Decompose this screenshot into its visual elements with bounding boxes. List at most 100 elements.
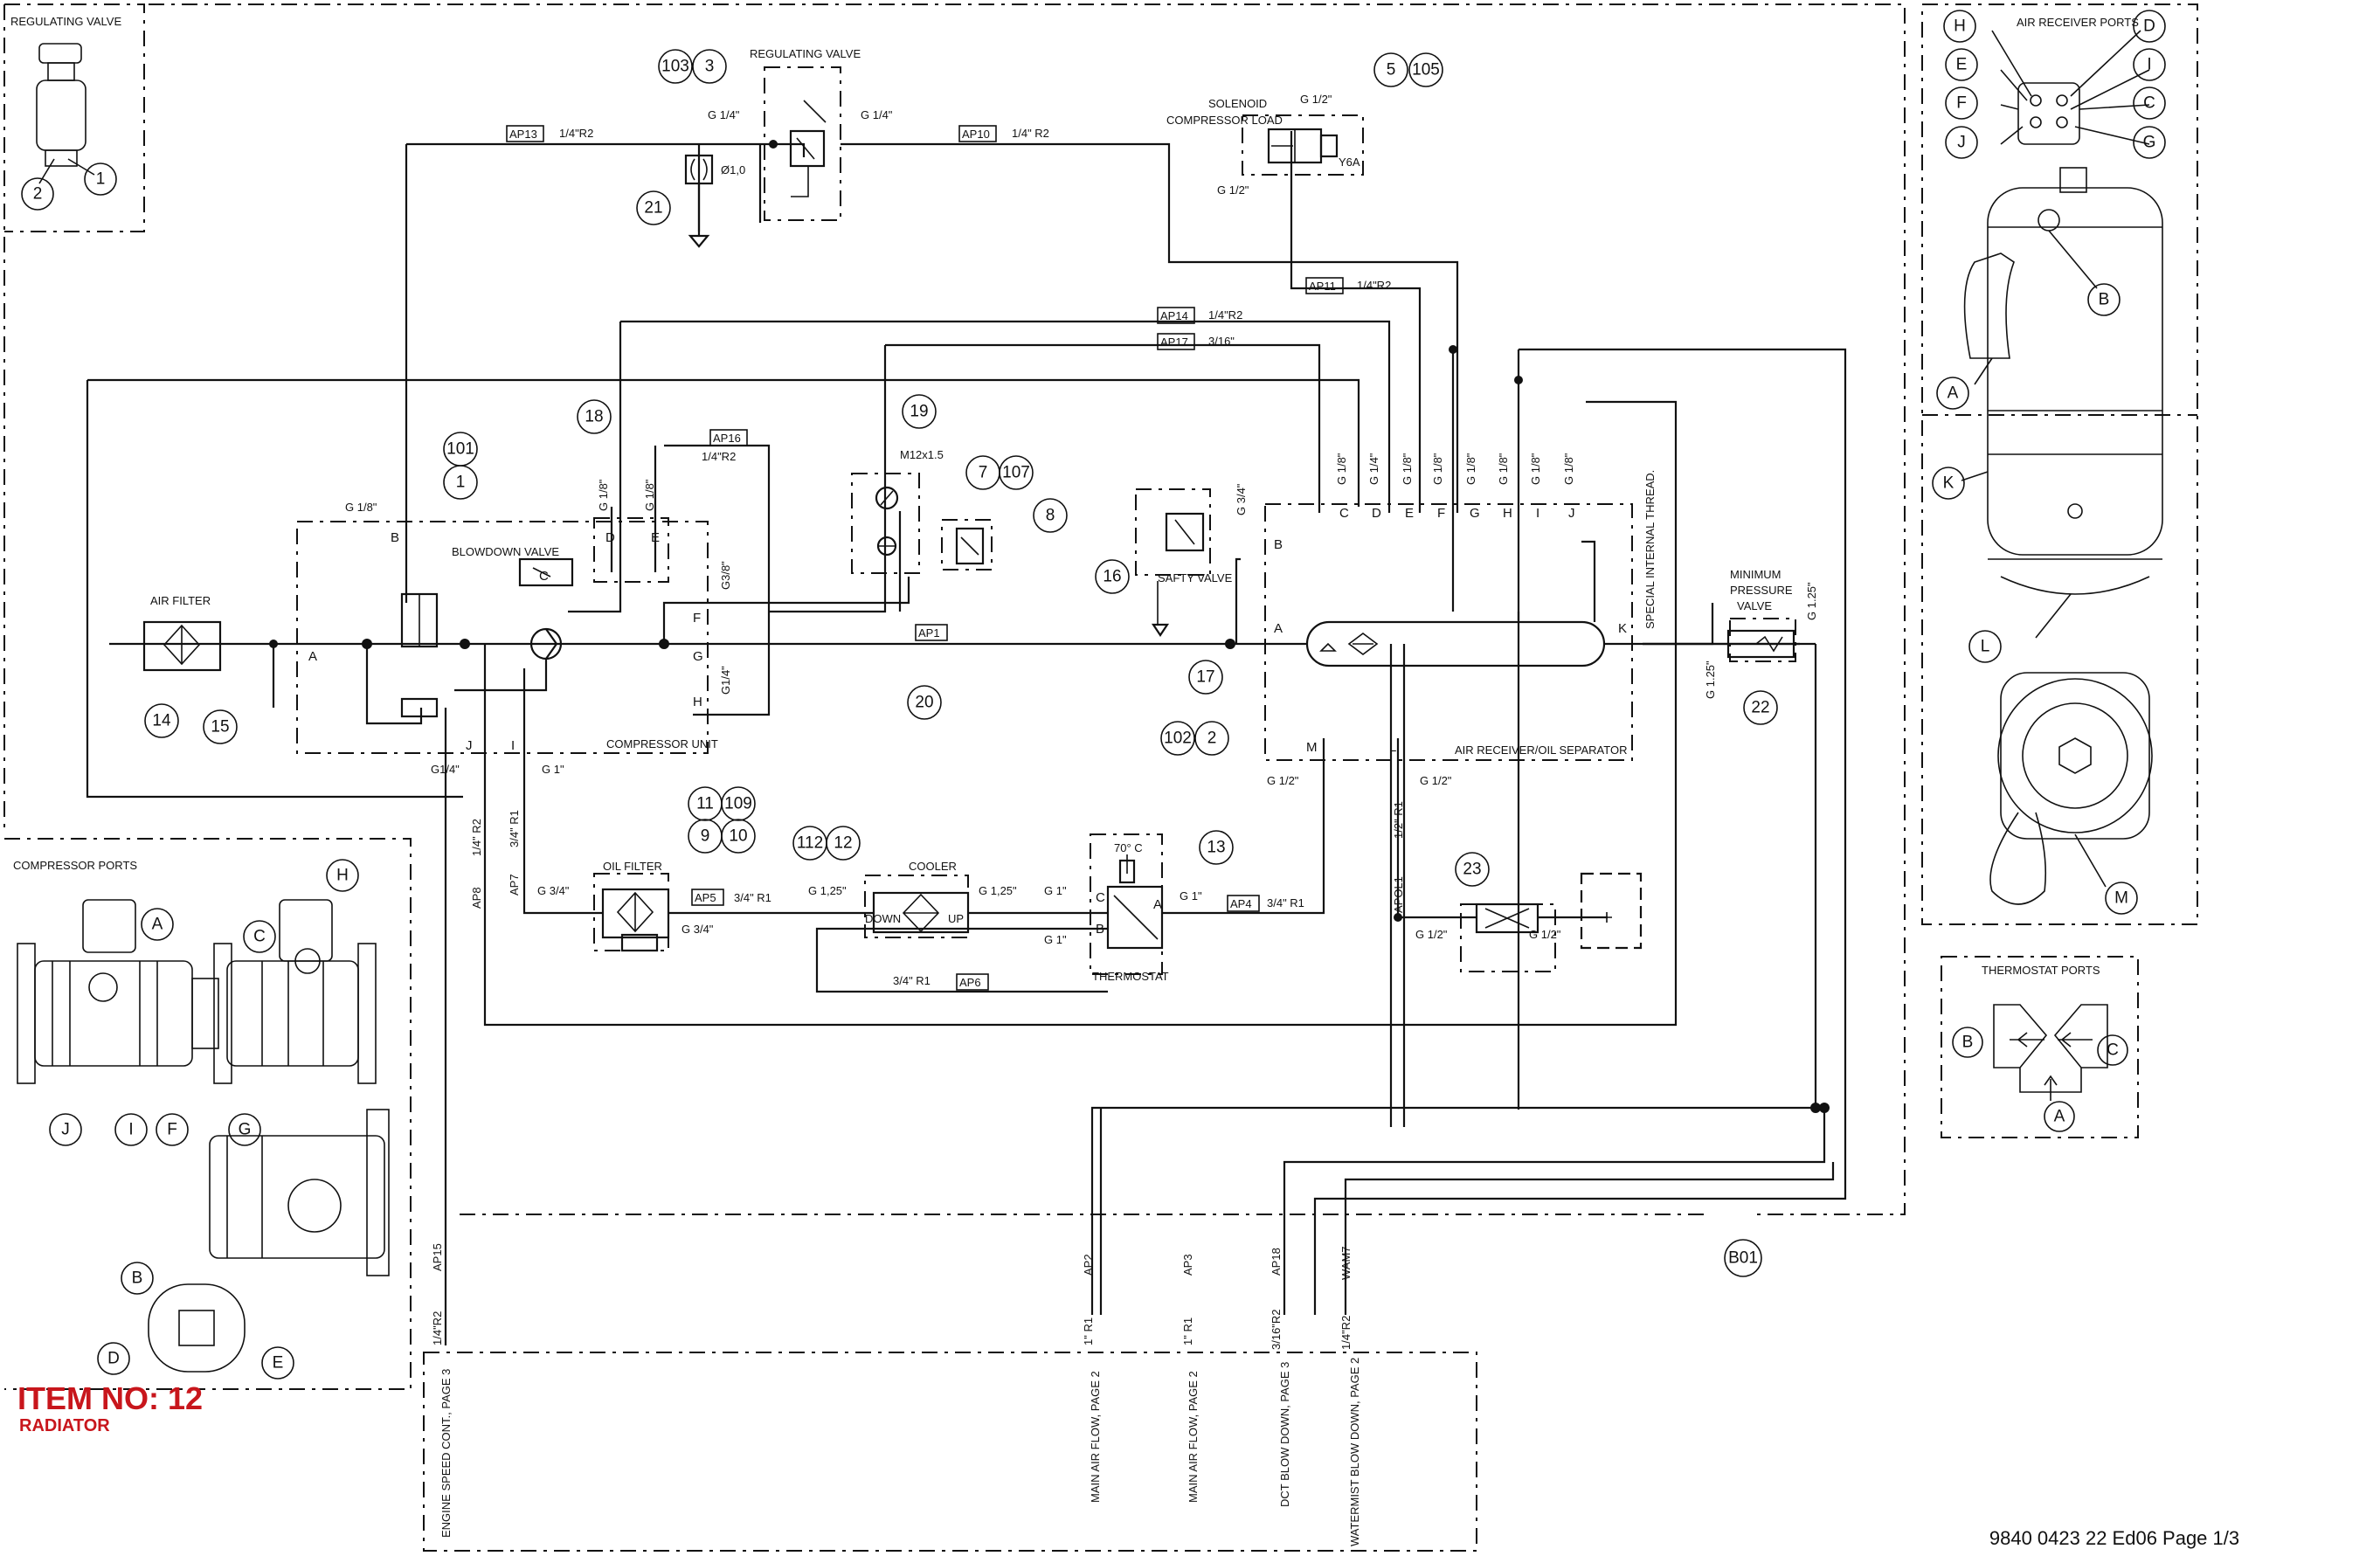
label-thermostat: THERMOSTAT (1092, 970, 1169, 983)
oil-filter-symbol (601, 888, 670, 952)
bubble-21: 21 (636, 190, 671, 225)
bubble-cp-e: E (261, 1346, 294, 1380)
label-regulating-valve-top: REGULATING VALVE (10, 15, 121, 28)
svg-text:107: 107 (1002, 464, 1030, 482)
line-ap1: AP1 (918, 626, 940, 640)
port-letter-l-rec: L (1389, 740, 1396, 755)
label-compressor-ports: COMPRESSOR PORTS (13, 859, 137, 872)
port-g125: G 1.25" (1704, 660, 1717, 699)
bubble-ar-g: G (2133, 126, 2166, 159)
line-ap11: AP11 (1309, 280, 1336, 293)
line-ap2: AP2 (1082, 1254, 1095, 1276)
svg-text:B: B (1962, 1034, 1974, 1052)
bubble-19: 19 (902, 394, 937, 429)
rec-port-c: C (1339, 506, 1349, 521)
pressure-switch (955, 527, 985, 565)
cooler-symbol (872, 891, 970, 934)
compressor-ports-detail (17, 899, 390, 1373)
svg-text:18: 18 (585, 408, 603, 426)
bubble-8: 8 (1033, 498, 1068, 533)
svg-text:C: C (253, 928, 266, 946)
port-letter-c-comp: C (539, 569, 549, 584)
svg-text:B: B (2099, 291, 2110, 309)
svg-text:H: H (336, 867, 349, 885)
svg-text:13: 13 (1207, 839, 1225, 857)
line-ap5-size: 3/4" R1 (734, 891, 771, 904)
port-letter-c-thermo: C (1096, 890, 1105, 905)
bubble-cp-i: I (114, 1113, 148, 1146)
svg-text:19: 19 (910, 403, 928, 421)
bubble-ar-b: B (2087, 283, 2121, 316)
svg-text:E: E (1956, 56, 1968, 74)
bubble-ar-a: A (1936, 377, 1969, 410)
line-wam7: WAM7 (1339, 1246, 1353, 1280)
port-letter-b-comp: B (391, 530, 399, 545)
bubble-13: 13 (1199, 830, 1234, 865)
svg-text:9: 9 (701, 827, 710, 846)
svg-text:8: 8 (1046, 507, 1055, 525)
svg-text:12: 12 (834, 834, 852, 853)
label-up: UP (948, 912, 964, 925)
line-ap6: AP6 (959, 976, 981, 989)
port-g18: G 1/8" (345, 501, 377, 514)
rec-port-d: D (1372, 506, 1381, 521)
port-letter-d-comp: D (605, 530, 615, 545)
label-m12: M12x1.5 (900, 448, 944, 461)
svg-text:J: J (1957, 134, 1966, 152)
svg-text:D: D (107, 1350, 120, 1368)
regulating-valve-detail (36, 43, 95, 184)
blowdown-valve (400, 557, 574, 718)
bubble-ar-l: L (1968, 630, 2002, 663)
svg-text:A: A (1948, 384, 1959, 403)
rec-port-h: H (1503, 506, 1512, 521)
label-min-pressure-1: MINIMUM (1730, 568, 1782, 581)
svg-text:J: J (61, 1121, 70, 1139)
port-g1-t1: G 1" (1044, 884, 1067, 897)
bubble-cp-j: J (49, 1113, 82, 1146)
bubble-107: 107 (999, 455, 1034, 490)
port-letter-j-comp: J (466, 738, 473, 753)
dest-main-air-flow-1: MAIN AIR FLOW, PAGE 2 (1089, 1371, 1102, 1503)
thermostat-ports-detail (1993, 1004, 2108, 1101)
rec-size-g: G 1/8" (1464, 453, 1477, 485)
port-g1-t2: G 1" (1044, 933, 1067, 946)
line-apol1-size: 1/2" R1 (1392, 801, 1405, 839)
line-ap10-size: 1/4" R2 (1012, 127, 1049, 140)
label-cooler: COOLER (909, 860, 957, 873)
line-ap14-size: 1/4"R2 (1208, 308, 1242, 322)
label-air-receiver-separator: AIR RECEIVER/OIL SEPARATOR (1455, 743, 1627, 757)
air-receiver-tank (1305, 540, 1606, 667)
bubble-cp-b: B (121, 1262, 154, 1295)
port-g1-i: G 1" (542, 763, 564, 776)
port-g125-c2: G 1,25" (979, 884, 1017, 897)
bubble-ar-h: H (1943, 10, 1976, 43)
bubble-105: 105 (1408, 52, 1443, 87)
bubble-ar-j: J (1945, 126, 1978, 159)
label-air-receiver-ports: AIR RECEIVER PORTS (2017, 16, 2139, 29)
svg-text:21: 21 (644, 199, 662, 218)
bubble-cp-a: A (141, 908, 174, 941)
bubble-20: 20 (907, 685, 942, 720)
svg-text:G: G (2143, 134, 2156, 152)
label-thermostat-ports: THERMOSTAT PORTS (1982, 964, 2100, 977)
port-g34-of1: G 3/4" (537, 884, 570, 897)
line-ap4: AP4 (1230, 897, 1252, 910)
line-ap8-size: 1/4" R2 (470, 819, 483, 856)
svg-text:1: 1 (456, 474, 466, 492)
svg-text:C: C (2107, 1041, 2119, 1060)
bubble-18: 18 (577, 399, 612, 434)
bubble-rv-1: 1 (84, 163, 117, 196)
svg-text:112: 112 (797, 834, 823, 853)
svg-text:G: G (239, 1121, 252, 1139)
label-compressor-load: COMPRESSOR LOAD (1166, 114, 1283, 127)
line-ap18: AP18 (1270, 1248, 1283, 1276)
port-g12-m: G 1/2" (1267, 774, 1299, 787)
air-receiver-detail (1961, 30, 2163, 905)
bubble-ar-e: E (1945, 48, 1978, 81)
line-ap17: AP17 (1160, 335, 1188, 349)
svg-text:103: 103 (661, 58, 689, 76)
svg-text:C: C (2143, 94, 2155, 113)
svg-text:3: 3 (705, 58, 715, 76)
